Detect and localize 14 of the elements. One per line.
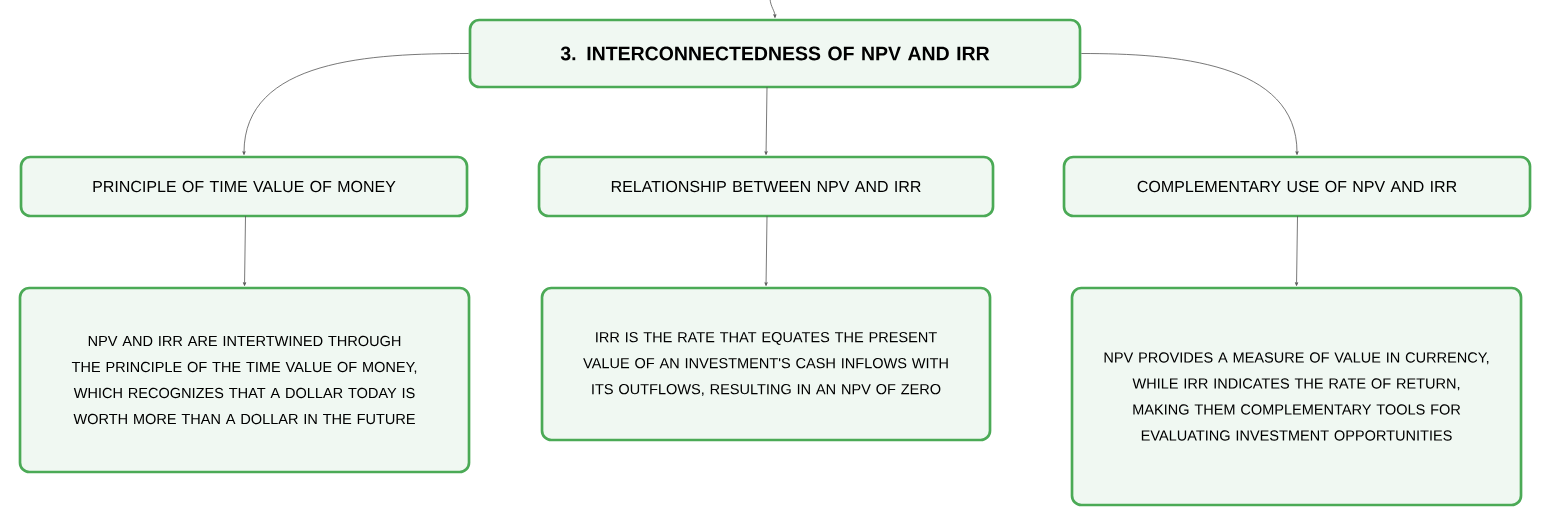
- arrow: [242, 53, 470, 155]
- subtopic-box: RELATIONSHIP BETWEEN NPV AND IRR: [537, 155, 995, 218]
- description-box: NPV AND IRR ARE INTERTWINED THROUGH THE PRINCIPLE OF THE TIME VALUE OF MONEY, WHICH RECOGNIZES THAT A DOLLAR TODAY IS WORTH MORE THAN A DOLLAR IN THE FUTURE: [18, 286, 471, 474]
- description-box: NPV PROVIDES A MEASURE OF VALUE IN CURRENCY, WHILE IRR INDICATES THE RATE OF RETURN, MAKING THEM COMPLEMENTARY TOOLS FOR EVALUATING INVESTMENT OPPORTUNITIES: [1070, 286, 1523, 507]
- arrow: [769, 0, 777, 18]
- arrow: [764, 215, 768, 286]
- description-box: IRR IS THE RATE THAT EQUATES THE PRESENT VALUE OF AN INVESTMENT'S CASH INFLOWS WITH ITS OUTFLOWS, RESULTING IN AN NPV OF ZERO: [540, 286, 992, 442]
- arrow: [1080, 53, 1299, 155]
- arrow: [764, 86, 768, 155]
- arrow: [242, 215, 247, 286]
- subtopic-box: PRINCIPLE OF TIME VALUE OF MONEY: [19, 155, 469, 218]
- topic-box: 3. INTERCONNECTEDNESS OF NPV AND IRR: [468, 18, 1082, 89]
- arrow: [1294, 215, 1299, 286]
- subtopic-box: COMPLEMENTARY USE OF NPV AND IRR: [1062, 155, 1532, 218]
